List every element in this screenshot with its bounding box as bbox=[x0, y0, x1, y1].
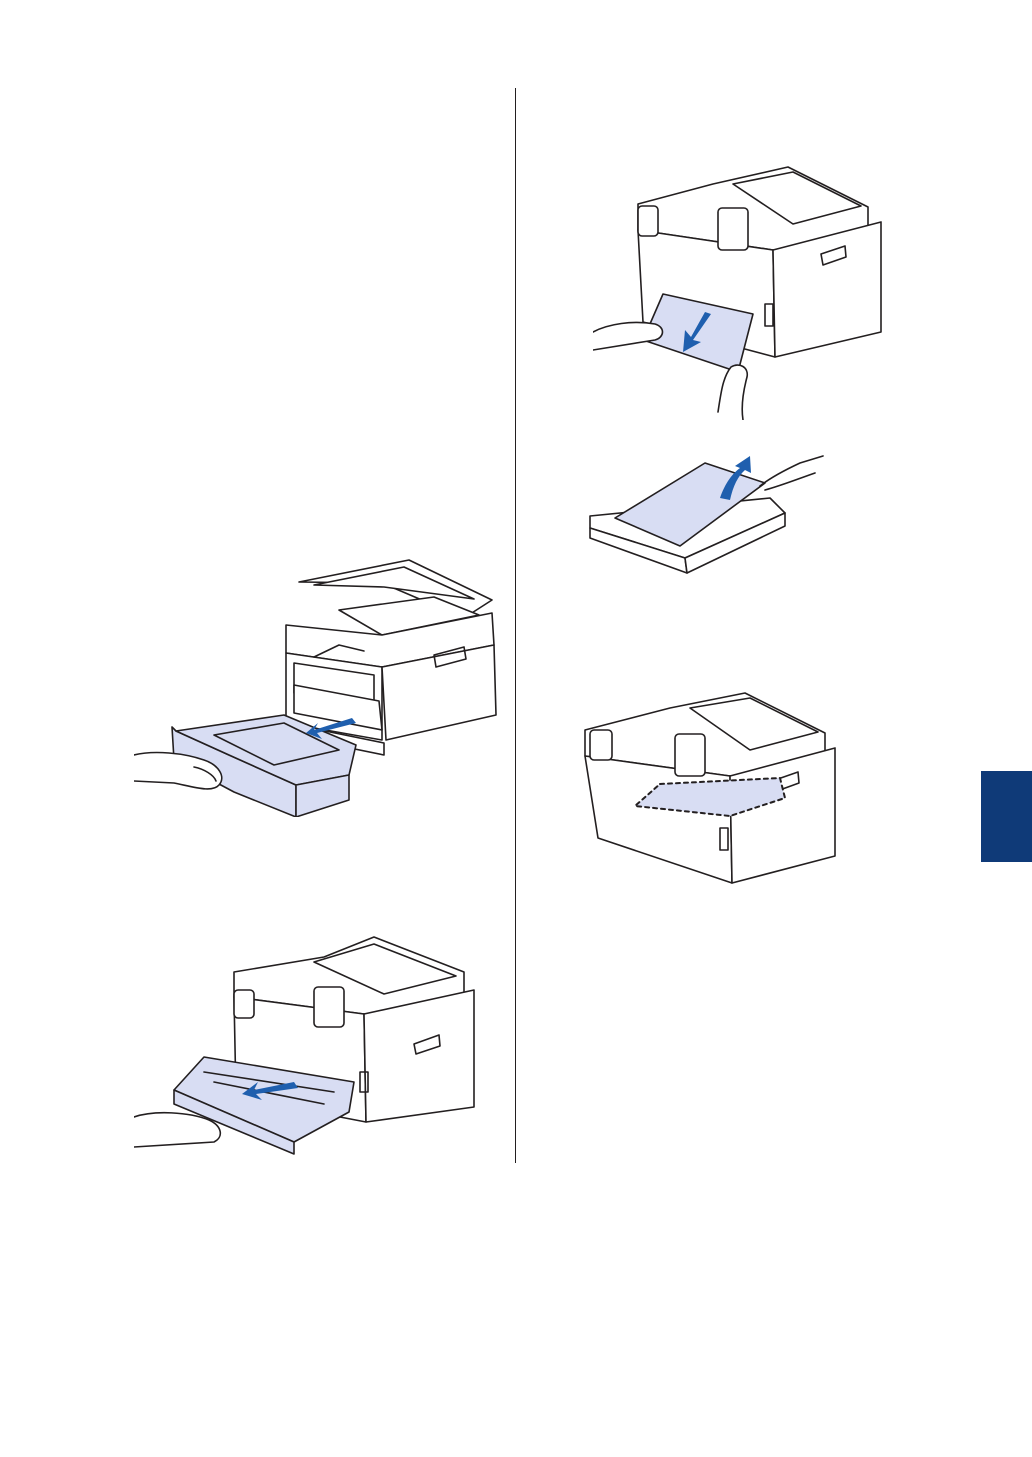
printer-front-tray-pull-icon bbox=[134, 555, 500, 817]
paper-tray-lift-paper-icon bbox=[585, 438, 825, 578]
printer-inside-jam-area-icon bbox=[580, 688, 840, 888]
chapter-side-tab bbox=[981, 771, 1032, 862]
printer-rear-paper-jam-icon bbox=[593, 162, 885, 420]
column-divider bbox=[515, 88, 516, 1163]
printer-rear-duplex-tray-icon bbox=[134, 932, 490, 1158]
